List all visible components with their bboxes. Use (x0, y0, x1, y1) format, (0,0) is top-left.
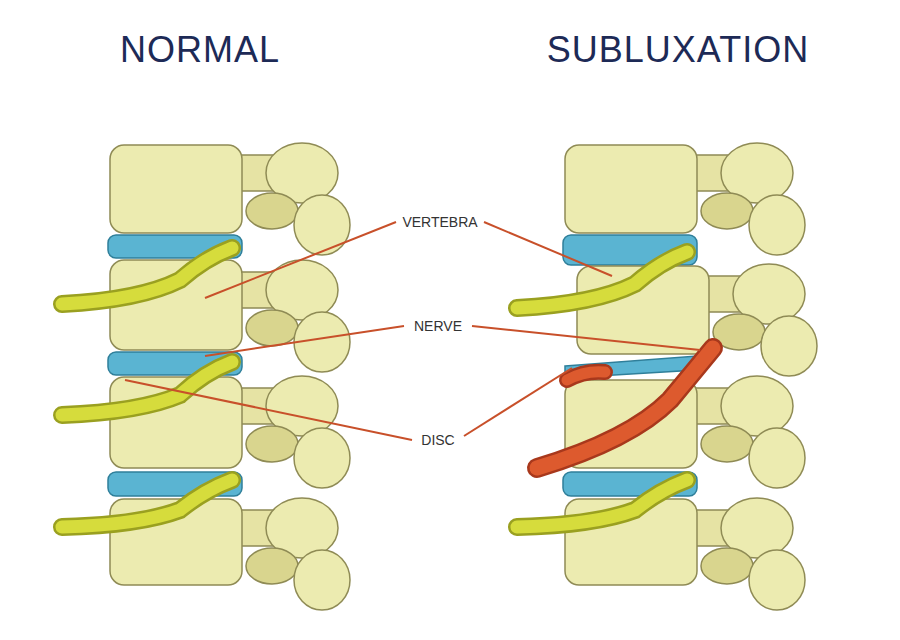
leader-lines (125, 222, 700, 440)
normal-spine (62, 143, 350, 610)
part-label: NERVE (411, 317, 465, 335)
panel-heading: SUBLUXATION (547, 29, 809, 71)
part-label: VERTEBRA (399, 213, 480, 231)
panel-heading: NORMAL (120, 29, 280, 71)
subluxation-spine (517, 143, 817, 610)
part-label: DISC (418, 431, 457, 449)
